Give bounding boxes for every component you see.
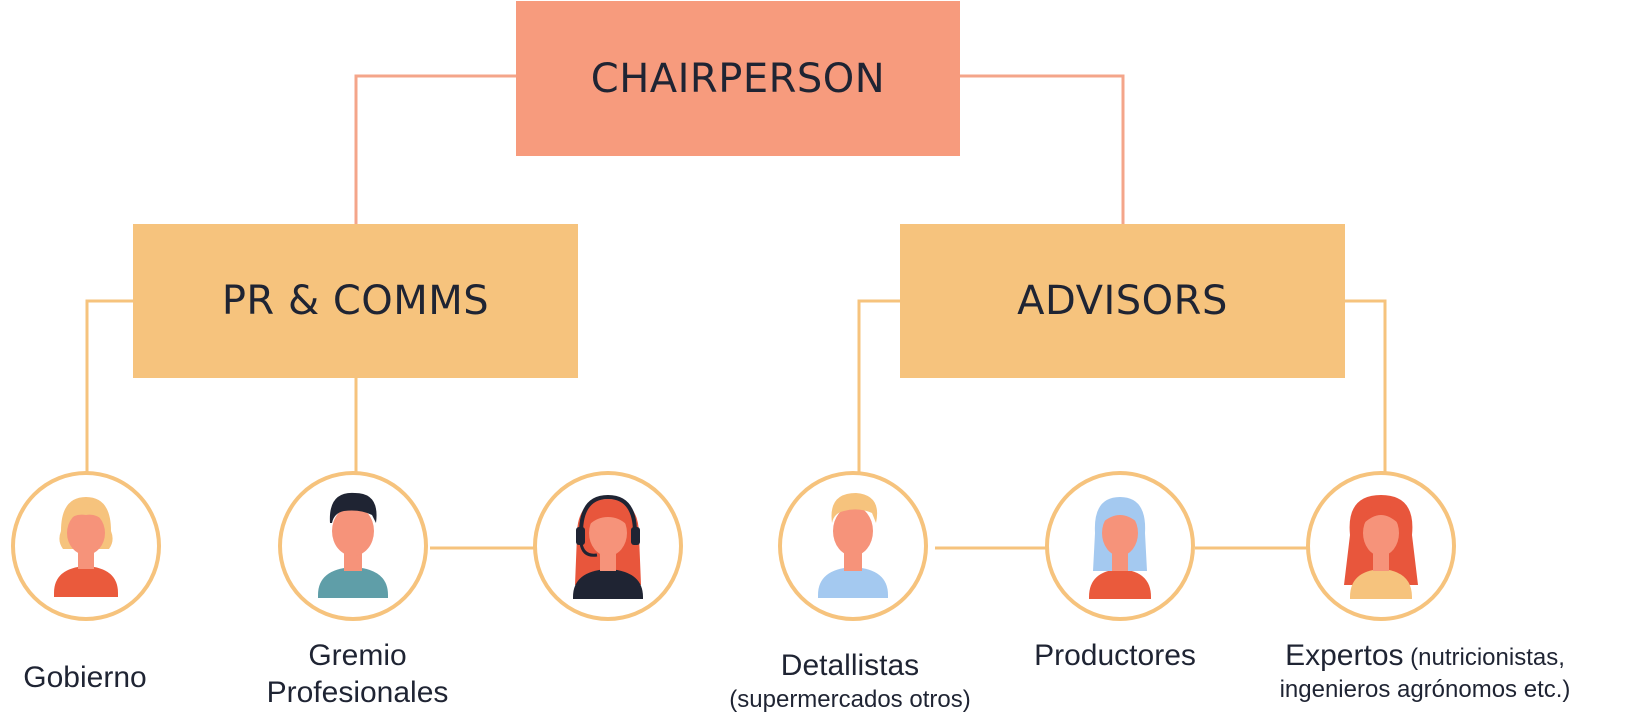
connector-chair-advisors: [960, 74, 1125, 224]
avatar-gobierno: [11, 471, 161, 621]
pr-comms-box: PR & COMMS: [133, 224, 578, 378]
connector-advisors-expertos: [1345, 299, 1387, 472]
avatar-agent: [533, 471, 683, 621]
label-gremio: Gremio Profesionales: [250, 638, 465, 711]
detallistas-name: Detallistas: [780, 649, 920, 682]
advisors-label: ADVISORS: [1017, 278, 1228, 324]
expertos-note-line2: ingenieros agrónomos etc.): [1279, 675, 1571, 703]
chairperson-box: CHAIRPERSON: [516, 1, 960, 156]
woman-blonde-icon: [54, 497, 118, 597]
avatar-productores: [1045, 471, 1195, 621]
avatar-expertos: [1306, 471, 1456, 621]
woman-blue-hair-icon: [1089, 497, 1151, 599]
expertos-name: Expertos: [1285, 639, 1404, 672]
expertos-note: (nutricionistas,: [1403, 644, 1565, 671]
gobierno-name: Gobierno: [23, 661, 147, 694]
advisors-box: ADVISORS: [900, 224, 1345, 378]
connector-chair-pr: [354, 74, 516, 224]
label-gobierno: Gobierno: [0, 660, 170, 697]
pr-comms-label: PR & COMMS: [221, 278, 490, 324]
woman-red-hair-icon: [1344, 495, 1418, 599]
connector-advisors-detallistas: [857, 299, 900, 472]
avatar-gremio: [278, 471, 428, 621]
label-detallistas: Detallistas (supermercados otros): [700, 648, 1000, 714]
productores-name: Productores: [1034, 639, 1196, 672]
headset-agent-icon: [573, 494, 643, 599]
gremio-name-line1: Gremio: [308, 639, 407, 672]
chairperson-label: CHAIRPERSON: [590, 55, 886, 102]
avatar-detallistas: [778, 471, 928, 621]
detallistas-note: (supermercados otros): [729, 685, 971, 713]
man-dark-hair-icon: [318, 492, 388, 598]
label-productores: Productores: [1010, 638, 1220, 675]
label-expertos: Expertos (nutricionistas, ingenieros agr…: [1225, 638, 1625, 704]
gremio-name-line2: Profesionales: [266, 675, 449, 709]
connector-pr-gobierno: [85, 299, 133, 472]
man-blonde-icon: [818, 493, 888, 598]
